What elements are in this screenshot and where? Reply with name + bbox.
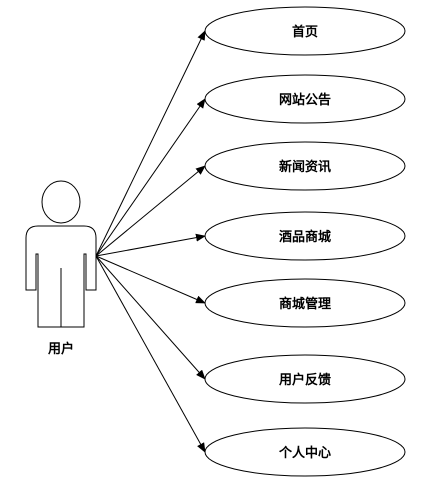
association-arrow-personal-center <box>95 255 206 453</box>
use-case-ellipse <box>204 427 406 477</box>
use-case-label: 首页 <box>292 24 318 40</box>
use-case-ellipse <box>204 74 406 124</box>
use-case-label: 用户反馈 <box>278 372 331 388</box>
actor-figure <box>25 180 97 328</box>
association-arrow-user-feedback <box>95 255 206 380</box>
actor-head-icon <box>41 180 81 224</box>
use-case-label: 新闻资讯 <box>279 159 331 175</box>
use-case-news: 新闻资讯 <box>204 141 406 191</box>
use-case-mall-management: 商城管理 <box>204 278 406 328</box>
use-case-label: 个人中心 <box>278 445 331 461</box>
actor-label: 用户 <box>47 341 74 357</box>
association-arrow-home <box>95 30 206 257</box>
use-case-user-feedback: 用户反馈 <box>204 354 406 404</box>
use-case-site-announcement: 网站公告 <box>204 74 406 124</box>
use-case-ellipse <box>204 211 406 261</box>
association-arrow-liquor-mall <box>95 233 206 257</box>
association-arrow-site-announcement <box>95 98 206 257</box>
association-arrow-mall-management <box>95 255 206 304</box>
use-case-liquor-mall: 酒品商城 <box>204 211 406 261</box>
use-case-ellipse <box>204 278 406 328</box>
use-case-ellipse <box>204 354 406 404</box>
use-case-label: 网站公告 <box>279 92 331 108</box>
association-arrow-news <box>95 165 206 257</box>
use-case-label: 商城管理 <box>279 296 331 312</box>
use-case-personal-center: 个人中心 <box>204 427 406 477</box>
use-case-ellipse <box>204 6 406 56</box>
use-case-label: 酒品商城 <box>279 229 331 245</box>
use-case-home: 首页 <box>204 6 406 56</box>
use-case-ellipse <box>204 141 406 191</box>
association-arrows <box>95 30 206 453</box>
